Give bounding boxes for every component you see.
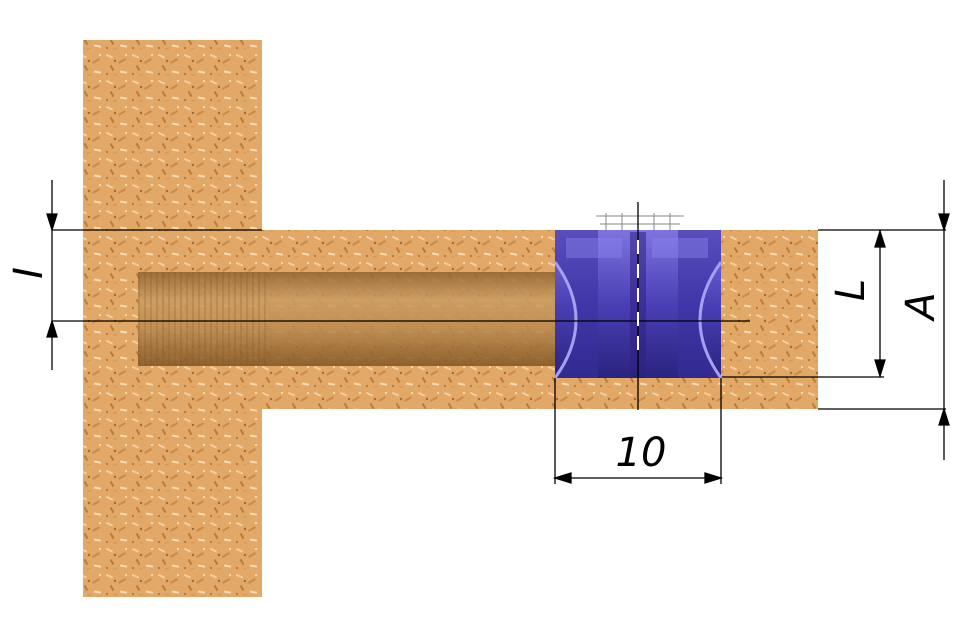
dimension-l xyxy=(722,228,946,379)
dimension-width xyxy=(552,378,724,484)
dimension-i xyxy=(46,180,262,370)
dimension-i-label: I xyxy=(6,267,52,279)
dimension-a-label: A xyxy=(898,292,944,322)
dimension-width-label: 10 xyxy=(616,430,667,476)
dimension-l-label: L xyxy=(828,279,874,301)
dimension-a xyxy=(818,180,950,460)
bolt-thread xyxy=(138,272,268,366)
nut-slot-marks xyxy=(596,213,684,230)
